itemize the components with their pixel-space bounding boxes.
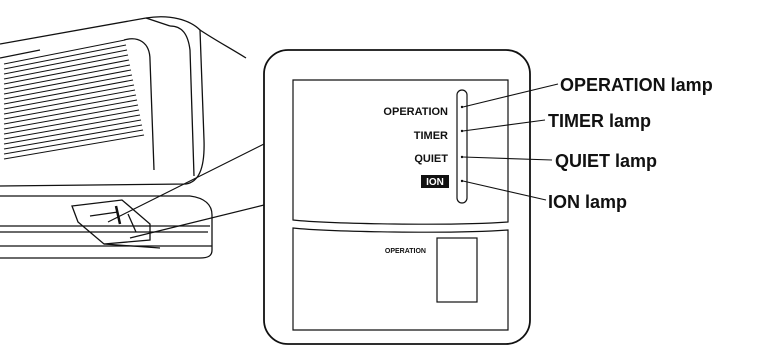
ion-lamp-callout: ION lamp xyxy=(548,192,627,212)
zoom-lines xyxy=(107,141,269,239)
quiet-lamp-icon xyxy=(460,155,464,159)
operation-lamp-callout: OPERATION lamp xyxy=(560,75,713,95)
operation-button[interactable] xyxy=(436,237,478,303)
ion-label-badge xyxy=(421,175,449,188)
lamp-strip xyxy=(456,89,468,204)
ion-lamp-icon xyxy=(460,179,464,183)
zoomed-panel: OPERATION TIMER QUIET ION OPERATION xyxy=(263,49,531,345)
lower-panel xyxy=(292,227,509,331)
vent-grille xyxy=(3,39,145,160)
operation-label: OPERATION xyxy=(383,106,448,118)
leader-lines xyxy=(462,83,559,201)
operation-lamp-icon xyxy=(460,105,464,109)
display-window xyxy=(292,79,509,225)
timer-lamp-icon xyxy=(460,129,464,133)
ion-label: ION xyxy=(426,177,444,188)
operation-button-label: OPERATION xyxy=(385,248,426,255)
quiet-lamp-callout: QUIET lamp xyxy=(555,151,657,171)
timer-label: TIMER xyxy=(414,130,448,142)
quiet-label: QUIET xyxy=(414,153,448,165)
timer-lamp-callout: TIMER lamp xyxy=(548,111,651,131)
air-conditioner-unit xyxy=(0,16,247,259)
